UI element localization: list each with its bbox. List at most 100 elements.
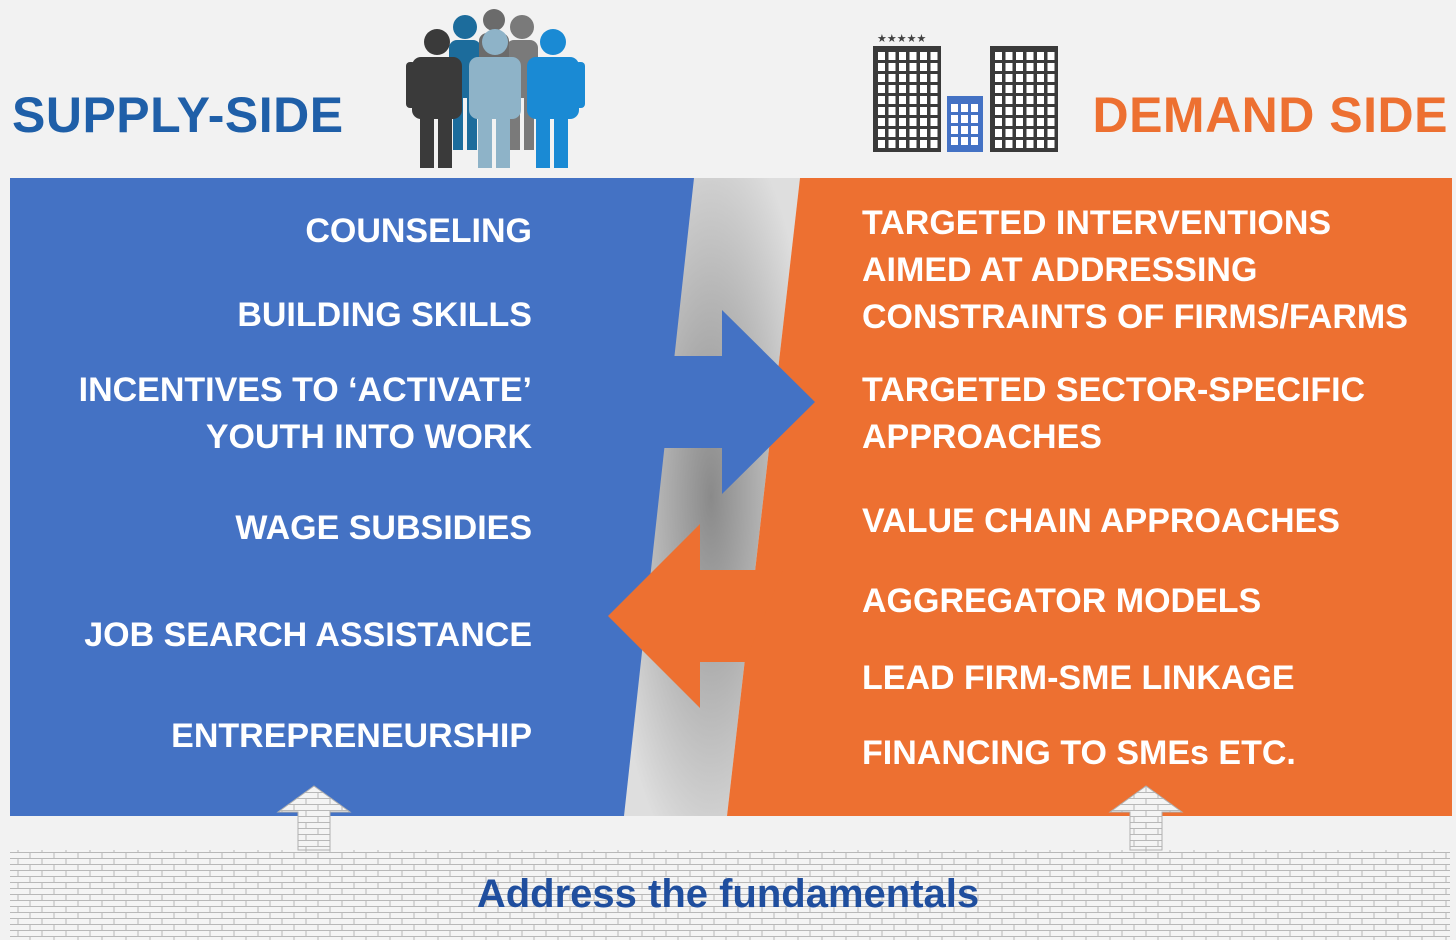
building-window [1005, 107, 1013, 115]
building-window [888, 63, 896, 71]
building-window [995, 74, 1002, 82]
building-window [1037, 52, 1044, 60]
building-window [1005, 96, 1013, 104]
building-window [1016, 129, 1023, 137]
demand-item-targeted-interventions: TARGETED INTERVENTIONS AIMED AT ADDRESSI… [862, 204, 1408, 336]
building-window [909, 140, 917, 148]
building-window [878, 85, 885, 93]
building-window [1026, 118, 1034, 126]
building-window [961, 126, 968, 134]
building-window [878, 118, 885, 126]
foundation-up-arrow-right [1108, 785, 1184, 851]
building-window [1047, 140, 1055, 148]
supply-item-wage-subsidies: WAGE SUBSIDIES [235, 509, 532, 547]
building-window [909, 96, 917, 104]
foundation-wall [10, 850, 1450, 940]
building-window [995, 96, 1002, 104]
building-window [878, 140, 885, 148]
building-window [930, 63, 938, 71]
building-window [1005, 74, 1013, 82]
supply-item-counseling: COUNSELING [305, 212, 532, 250]
building-window [951, 104, 958, 112]
building-window [899, 129, 906, 137]
building-window [1026, 52, 1034, 60]
building-window [1005, 140, 1013, 148]
building-window [1005, 118, 1013, 126]
building-window [1005, 63, 1013, 71]
building-window [878, 129, 885, 137]
supply-item-building-skills: BUILDING SKILLS [237, 296, 532, 334]
supply-item-job-search: JOB SEARCH ASSISTANCE [84, 616, 532, 654]
building-window [899, 85, 906, 93]
building-window [888, 129, 896, 137]
demand-item-financing: FINANCING TO SMEs ETC. [862, 734, 1296, 772]
building-window [961, 115, 968, 123]
building-window [909, 52, 917, 60]
building-window [909, 107, 917, 115]
building-window [1026, 140, 1034, 148]
building-window [1037, 140, 1044, 148]
building-window [878, 107, 885, 115]
building-window [1016, 107, 1023, 115]
building-window [888, 52, 896, 60]
building-window [909, 129, 917, 137]
building-window [930, 96, 938, 104]
supply-item-entrepreneurship: ENTREPRENEURSHIP [171, 717, 532, 755]
building-window [930, 52, 938, 60]
building-window [1037, 129, 1044, 137]
building-window [1016, 52, 1023, 60]
building-window [888, 96, 896, 104]
building-window [909, 74, 917, 82]
supply-panel [10, 178, 694, 816]
building-window [909, 63, 917, 71]
building-window [930, 129, 938, 137]
supply-to-demand-arrow [660, 310, 815, 494]
demand-panel [727, 178, 1452, 816]
building-window [995, 85, 1002, 93]
building-window [920, 140, 927, 148]
building-window [1037, 85, 1044, 93]
building-window [961, 104, 968, 112]
building-window [899, 96, 906, 104]
building-window [878, 96, 885, 104]
building-window [951, 115, 958, 123]
building-window [1026, 96, 1034, 104]
building-window [1047, 74, 1055, 82]
hotel-stars-icon: ★★★★★ [877, 32, 926, 45]
building-window [995, 107, 1002, 115]
building-window [920, 96, 927, 104]
building-window [1026, 85, 1034, 93]
building-window [1016, 96, 1023, 104]
demand-item-value-chain: VALUE CHAIN APPROACHES [862, 502, 1340, 540]
building-window [878, 63, 885, 71]
building-window [930, 74, 938, 82]
building-window [1005, 52, 1013, 60]
building-window [1047, 129, 1055, 137]
building-window [888, 118, 896, 126]
building-window [995, 52, 1002, 60]
building-window [995, 118, 1002, 126]
building-window [995, 140, 1002, 148]
building-window [899, 107, 906, 115]
building-window [1047, 118, 1055, 126]
building-window [878, 52, 885, 60]
building-window [1037, 118, 1044, 126]
building-window [1047, 52, 1055, 60]
demand-item-sector-specific: TARGETED SECTOR-SPECIFIC APPROACHES [862, 371, 1366, 456]
building-window [1005, 129, 1013, 137]
building-window [1016, 85, 1023, 93]
building-window [920, 129, 927, 137]
building-window [1026, 107, 1034, 115]
demand-side-title: DEMAND SIDE [1092, 87, 1448, 143]
building-window [1037, 63, 1044, 71]
building-window [930, 140, 938, 148]
building-window [899, 140, 906, 148]
building-window [920, 118, 927, 126]
building-window [1026, 63, 1034, 71]
buildings-icon: ★★★★★ [873, 32, 1058, 152]
building-window [1016, 118, 1023, 126]
building-window [888, 107, 896, 115]
building-window [909, 85, 917, 93]
